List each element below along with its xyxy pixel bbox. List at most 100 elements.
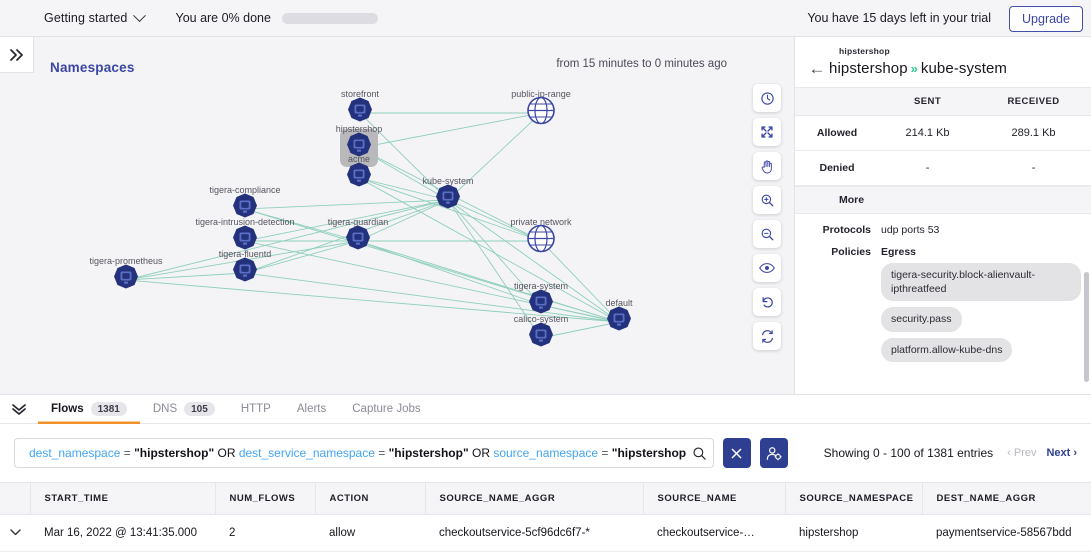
th-received: RECEIVED: [976, 87, 1091, 116]
graph-node-tigera-prometheus[interactable]: [112, 264, 140, 297]
service-graph-panel[interactable]: Namespaces from 15 minutes to 0 minutes …: [0, 37, 795, 394]
search-token-or: OR: [214, 446, 239, 460]
th-dest_name_aggr[interactable]: DEST_NAME_AGGR: [922, 482, 1091, 515]
graph-node-tigera-fluentd[interactable]: [231, 257, 259, 290]
graph-node-calico-system[interactable]: [527, 322, 555, 355]
graph-edge: [358, 112, 542, 149]
graph-node-tigera-intrusion-detection[interactable]: [231, 225, 259, 258]
fullscreen-button[interactable]: [753, 118, 781, 146]
zoom-in-button[interactable]: [753, 186, 781, 214]
th-action[interactable]: ACTION: [315, 482, 426, 515]
graph-node-acme[interactable]: [345, 162, 373, 195]
tab-http[interactable]: HTTP: [228, 395, 284, 424]
cell-start-time: Mar 16, 2022 @ 13:41:35.000: [30, 514, 215, 552]
th-source_namespace[interactable]: SOURCE_NAMESPACE: [785, 482, 923, 515]
allowed-sent-value: 214.1 Kb: [879, 115, 977, 151]
detail-panel-scrollbar[interactable]: [1084, 272, 1089, 382]
detail-source-label: hipstershop: [829, 60, 908, 77]
search-button[interactable]: [687, 446, 713, 461]
user-settings-button[interactable]: [759, 438, 788, 468]
getting-started-dropdown[interactable]: Getting started: [44, 8, 146, 25]
search-query-text[interactable]: dest_namespace = "hipstershop" OR dest_s…: [15, 446, 687, 460]
collapse-panel-button[interactable]: [0, 403, 38, 415]
policy-chip[interactable]: tigera-security.block-alienvault-ipthrea…: [881, 263, 1081, 302]
eye-icon: [759, 263, 775, 273]
tab-count-badge: 105: [184, 402, 215, 416]
denied-received-value: -: [976, 150, 1091, 186]
close-x-icon: [731, 448, 742, 458]
tab-flows[interactable]: Flows 1381: [38, 395, 140, 424]
graph-node-tigera-guardian[interactable]: [344, 225, 372, 258]
cell-num-flows: 2: [215, 514, 315, 552]
getting-started-label: Getting started: [44, 11, 128, 25]
namespace-node-icon: [529, 322, 553, 347]
tab-alerts[interactable]: Alerts: [284, 395, 339, 424]
protocols-row: Protocols udp ports 53: [795, 214, 1091, 236]
search-input[interactable]: dest_namespace = "hipstershop" OR dest_s…: [14, 438, 714, 468]
search-token-val: "hipstershop": [611, 446, 687, 460]
more-section-header: More: [795, 186, 1091, 214]
clear-filter-button[interactable]: [722, 438, 751, 468]
pan-button[interactable]: [753, 152, 781, 180]
namespace-node-icon: [114, 264, 138, 289]
prev-page-button[interactable]: ‹ Prev: [1007, 447, 1037, 459]
namespace-node-icon: [233, 257, 257, 282]
namespace-node-icon: [607, 306, 631, 331]
graph-edge: [447, 112, 542, 201]
time-range-button[interactable]: [753, 84, 781, 112]
policy-chip[interactable]: platform.allow-kube-dns: [881, 337, 1013, 362]
reset-layout-button[interactable]: [753, 288, 781, 316]
expand-row-button[interactable]: [0, 514, 30, 552]
policies-key: Policies: [831, 246, 871, 258]
graph-node-public-ip-range[interactable]: [526, 96, 556, 131]
th-start_time[interactable]: START_TIME: [30, 482, 216, 515]
trial-status-text: You have 15 days left in your trial: [807, 11, 991, 25]
table-row-denied: Denied - -: [795, 150, 1091, 186]
namespace-node-icon: [436, 184, 460, 209]
cell-source-name: checkoutservice-…: [643, 514, 785, 552]
detail-target-label: kube-system: [920, 60, 1008, 77]
globe-icon: [527, 96, 555, 125]
namespace-node-icon: [347, 162, 371, 187]
graph-node-kube-system[interactable]: [434, 184, 462, 217]
graph-node-hipstershop[interactable]: [345, 132, 373, 165]
search-token-val: "hipstershop": [388, 446, 469, 460]
tab-count-badge: 1381: [90, 402, 127, 416]
graph-node-tigera-system[interactable]: [527, 289, 555, 322]
chevron-down-icon: [132, 8, 146, 22]
th-num_flows[interactable]: NUM_FLOWS: [215, 482, 316, 515]
row-label-allowed: Allowed: [795, 115, 879, 151]
zoom-out-button[interactable]: [753, 220, 781, 248]
visibility-button[interactable]: [753, 254, 781, 282]
graph-node-private-network[interactable]: [526, 224, 556, 259]
tab-capture-jobs[interactable]: Capture Jobs: [339, 395, 433, 424]
th-source_name_aggr[interactable]: SOURCE_NAME_AGGR: [425, 482, 644, 515]
next-page-button[interactable]: Next ›: [1046, 447, 1078, 459]
graph-title: Namespaces: [50, 60, 135, 75]
namespace-node-icon: [233, 225, 257, 250]
policy-chip[interactable]: security.pass: [881, 307, 962, 332]
graph-node-tigera-compliance[interactable]: [231, 193, 259, 226]
graph-edge: [358, 177, 542, 242]
sidebar-expand-button[interactable]: [0, 37, 34, 73]
namespace-node-icon: [348, 97, 372, 122]
back-arrow-icon[interactable]: ←: [808, 59, 826, 78]
th-source_name[interactable]: SOURCE_NAME: [643, 482, 786, 515]
graph-edge: [447, 199, 542, 339]
graph-toolbar: [753, 84, 781, 350]
onboarding-progress-bar: [281, 12, 378, 24]
graph-node-storefront[interactable]: [346, 97, 374, 130]
search-icon: [693, 446, 706, 460]
refresh-button[interactable]: [753, 322, 781, 350]
upgrade-button[interactable]: Upgrade: [1009, 6, 1083, 32]
graph-edge: [447, 199, 620, 323]
row-label-denied: Denied: [795, 150, 879, 186]
tab-label: Flows: [51, 403, 84, 415]
user-settings-icon: [766, 446, 782, 460]
graph-node-default[interactable]: [605, 306, 633, 339]
graph-edges: [125, 112, 620, 339]
